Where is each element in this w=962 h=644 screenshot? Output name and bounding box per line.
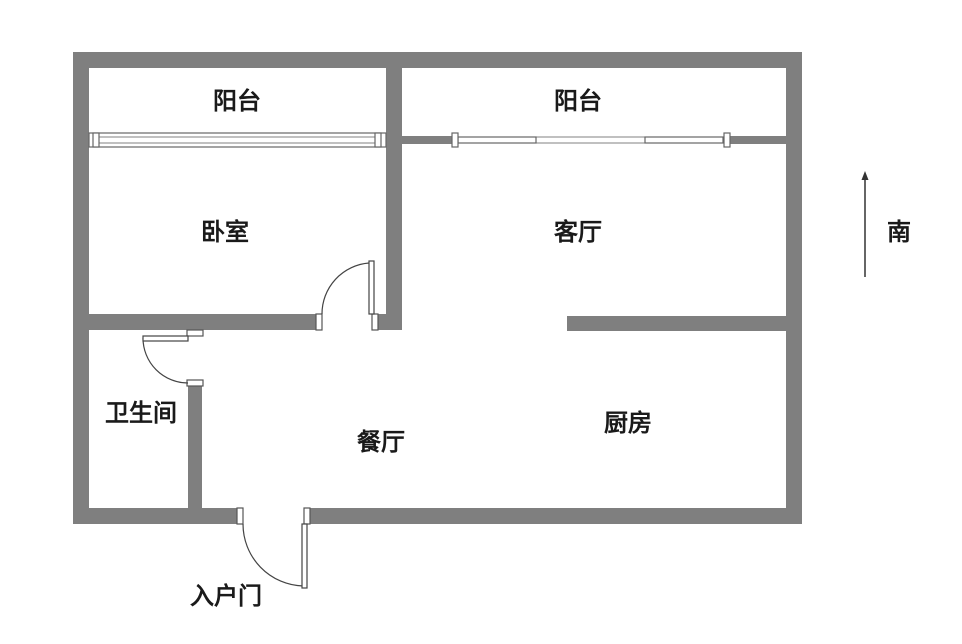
bedroom-door [315, 260, 379, 331]
door-jamb [236, 507, 244, 525]
window-pane [98, 136, 376, 144]
sliding-track-left-cap [402, 136, 452, 144]
sliding-track-right-cap [730, 136, 786, 144]
arrowhead-icon [861, 171, 869, 180]
bedroom-label: 卧室 [201, 218, 249, 246]
sliding-post-right [723, 132, 731, 148]
dining-room-label: 餐厅 [357, 428, 405, 456]
wall-bathroom-side [188, 386, 202, 510]
door-leaf [142, 335, 189, 342]
interior-walls [87, 66, 788, 510]
bathroom-label: 卫生间 [105, 399, 177, 427]
wall-right [786, 52, 802, 524]
wall-bedroom-bottom-left [87, 314, 318, 330]
window-post [92, 132, 100, 148]
balcony-right-label: 阳台 [554, 87, 602, 115]
bathroom-door [142, 329, 204, 387]
compass: 南 [861, 171, 911, 277]
wall-living-kitchen [567, 316, 788, 331]
entrance-door-label: 入户门 [190, 582, 262, 610]
door-leaf [368, 260, 375, 315]
sliding-post-left [451, 132, 459, 148]
wall-bedroom-living [386, 66, 402, 330]
balcony-left-label: 阳台 [213, 87, 261, 115]
wall-top [73, 52, 802, 68]
kitchen-label: 厨房 [604, 409, 652, 437]
compass-direction-label: 南 [887, 218, 911, 246]
wall-bottom-right [307, 508, 802, 524]
door-leaf [301, 523, 308, 589]
living-room-label: 客厅 [554, 218, 602, 246]
door-swing-arc [242, 523, 304, 587]
wall-left [73, 52, 89, 524]
door-jamb [371, 313, 379, 331]
balcony-window-left [88, 132, 387, 148]
door-swing-arc [142, 337, 189, 384]
sliding-panel-right [644, 136, 724, 144]
wall-bottom-left [73, 508, 239, 524]
outer-walls [73, 52, 802, 524]
sliding-panel-left [457, 136, 537, 144]
door-jamb [303, 507, 311, 525]
door-jamb [315, 313, 323, 331]
window-post [374, 132, 382, 148]
entrance-door [236, 507, 311, 589]
wall-bedroom-bottom-right [376, 314, 402, 330]
balcony-sliding-door-right [401, 132, 787, 148]
door-swing-arc [321, 262, 370, 315]
door-jamb [186, 379, 204, 387]
door-jamb [186, 329, 204, 337]
